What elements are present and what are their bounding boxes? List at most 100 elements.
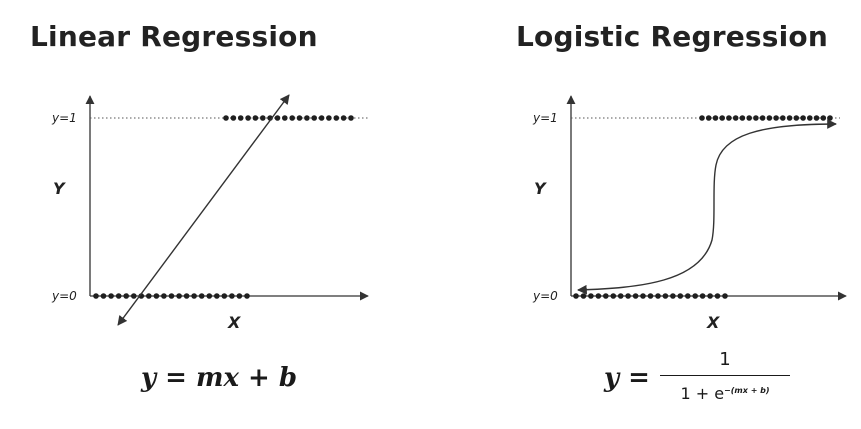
linear-upper-points	[223, 115, 354, 121]
linear-lower-point	[168, 293, 175, 299]
linear-upper-point	[237, 115, 244, 121]
linear-upper-point	[252, 115, 259, 121]
linear-lower-point	[153, 293, 160, 299]
linear-lower-point	[93, 293, 99, 299]
logistic-equation-denominator: 1 + e−(mx + b)	[660, 380, 790, 405]
logistic-lower-point	[580, 293, 587, 299]
logistic-lower-point	[655, 293, 661, 299]
logistic-upper-point	[705, 115, 712, 121]
logistic-upper-point	[780, 115, 786, 121]
linear-lower-point	[146, 293, 152, 299]
linear-upper-point	[230, 115, 237, 121]
logistic-upper-point	[793, 115, 800, 121]
linear-tick-y0: y=0	[51, 289, 77, 303]
logistic-upper-point	[753, 115, 759, 121]
logistic-lower-point	[617, 293, 624, 299]
linear-upper-point	[223, 115, 229, 121]
logistic-lower-point	[707, 293, 713, 299]
logistic-panel: y=1 y=0 Y X	[532, 95, 847, 332]
linear-x-axis-label: X	[227, 313, 241, 332]
linear-upper-point	[282, 115, 288, 121]
logistic-upper-point	[746, 115, 752, 121]
logistic-equation-lhs: y =	[604, 363, 650, 393]
logistic-upper-point	[712, 115, 719, 121]
logistic-upper-point	[813, 115, 820, 121]
logistic-lower-point	[632, 293, 639, 299]
logistic-lower-point	[722, 293, 728, 299]
linear-upper-point	[296, 115, 303, 121]
linear-lower-point	[198, 293, 205, 299]
denominator-exponent: −(mx + b)	[724, 386, 770, 396]
logistic-lower-point	[699, 293, 706, 299]
linear-lower-point	[236, 293, 243, 299]
logistic-lower-point	[670, 293, 676, 299]
linear-lower-point	[108, 293, 114, 299]
linear-lower-point	[206, 293, 213, 299]
logistic-y-axis-label: Y	[534, 179, 547, 198]
linear-lower-point	[191, 293, 197, 299]
linear-lower-points	[93, 293, 250, 299]
linear-lower-point	[115, 293, 122, 299]
linear-lower-point	[123, 293, 129, 299]
logistic-tick-y0: y=0	[532, 289, 558, 303]
logistic-upper-point	[766, 115, 773, 121]
logistic-lower-point	[573, 293, 579, 299]
logistic-lower-point	[647, 293, 654, 299]
linear-lower-point	[214, 293, 220, 299]
linear-upper-point	[326, 115, 332, 121]
logistic-equation-numerator: 1	[719, 349, 731, 370]
logistic-upper-point	[786, 115, 793, 121]
linear-lower-point	[244, 293, 250, 299]
logistic-upper-point	[773, 115, 779, 121]
logistic-upper-point	[732, 115, 739, 121]
linear-lower-point	[221, 293, 228, 299]
logistic-lower-point	[692, 293, 698, 299]
linear-panel: y=1 y=0 Y X	[51, 94, 369, 332]
logistic-upper-point	[827, 115, 833, 121]
linear-upper-point	[274, 115, 281, 121]
linear-regression-title: Linear Regression	[30, 20, 318, 53]
logistic-equation-fraction: 1 1 + e−(mx + b)	[660, 348, 790, 405]
logistic-lower-point	[714, 293, 721, 299]
linear-y-axis-label: Y	[53, 179, 66, 198]
linear-lower-point	[161, 293, 167, 299]
linear-upper-point	[304, 115, 310, 121]
linear-lower-point	[100, 293, 107, 299]
linear-upper-point	[340, 115, 347, 121]
logistic-upper-point	[699, 115, 705, 121]
linear-upper-point	[348, 115, 354, 121]
linear-fit-line	[117, 94, 290, 326]
logistic-lower-point	[588, 293, 594, 299]
logistic-x-axis-label: X	[706, 313, 720, 332]
linear-lower-point	[176, 293, 182, 299]
logistic-regression-title: Logistic Regression	[516, 20, 829, 53]
linear-lower-point	[131, 293, 137, 299]
logistic-lower-point	[685, 293, 691, 299]
logistic-upper-point	[719, 115, 725, 121]
logistic-sigmoid-curve	[577, 119, 837, 295]
linear-upper-point	[260, 115, 266, 121]
logistic-lower-point	[640, 293, 646, 299]
fraction-bar	[660, 375, 790, 377]
linear-equation: y = mx + b	[141, 363, 298, 393]
logistic-upper-point	[726, 115, 732, 121]
linear-upper-point	[289, 115, 296, 121]
logistic-lower-point	[677, 293, 684, 299]
logistic-lower-point	[603, 293, 609, 299]
logistic-tick-y1: y=1	[532, 111, 558, 125]
logistic-upper-point	[820, 115, 827, 121]
logistic-upper-point	[807, 115, 813, 121]
linear-lower-point	[183, 293, 190, 299]
linear-tick-y1: y=1	[51, 111, 77, 125]
logistic-upper-point	[739, 115, 746, 121]
logistic-lower-points	[573, 293, 728, 299]
logistic-upper-point	[800, 115, 806, 121]
linear-lower-point	[229, 293, 235, 299]
logistic-lower-point	[595, 293, 602, 299]
denominator-base: 1 + e	[680, 384, 725, 404]
logistic-lower-point	[610, 293, 617, 299]
logistic-lower-point	[625, 293, 631, 299]
linear-upper-point	[333, 115, 340, 121]
linear-upper-point	[311, 115, 318, 121]
